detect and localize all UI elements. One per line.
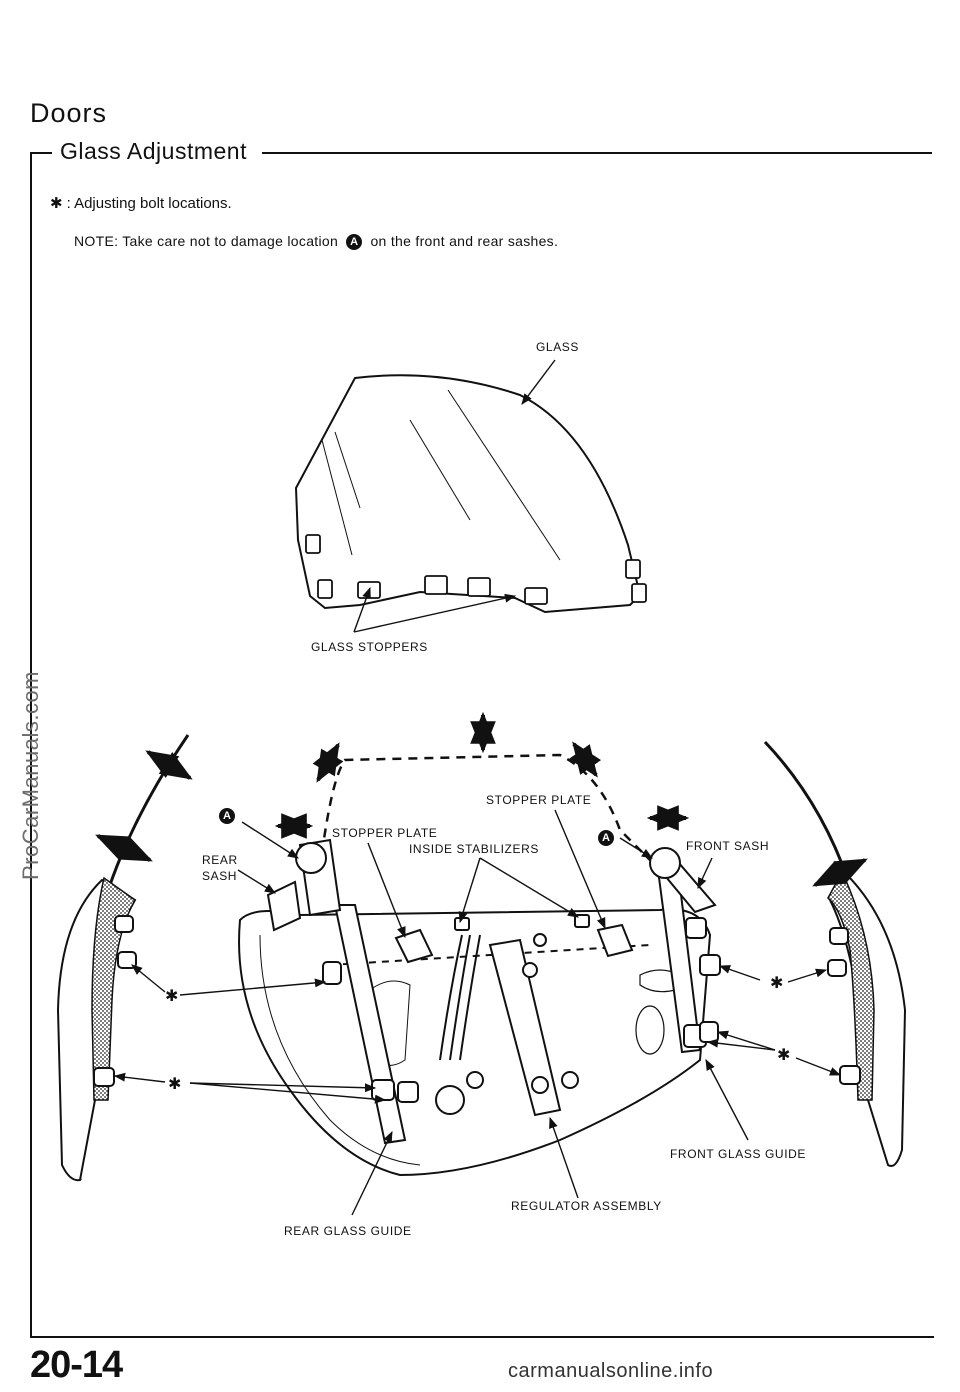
door-panel [238, 908, 712, 1177]
bolt-marker-icon: ✱ [770, 975, 785, 992]
label-stopper-plate-left: STOPPER PLATE [332, 826, 438, 840]
label-inside-stabilizers: INSIDE STABILIZERS [409, 842, 539, 856]
right-front-rail [763, 740, 907, 1167]
label-regulator-assembly: REGULATOR ASSEMBLY [511, 1199, 662, 1213]
watermark-side: ProCarManuals.com [18, 670, 43, 880]
rear-sash [266, 838, 342, 932]
label-rear-sash-line1: REAR [202, 853, 238, 867]
glass-stoppers-group [305, 534, 647, 605]
note: NOTE: Take care not to damage location A… [74, 233, 559, 251]
label-rear-sash-line2: SASH [202, 869, 238, 883]
label-front-sash: FRONT SASH [686, 839, 770, 853]
note-suffix: on the front and rear sashes. [370, 233, 559, 249]
bolt-symbol-icon: ✱ [50, 195, 63, 212]
frame-rule-top [262, 152, 932, 154]
adjustment-arrows [95, 711, 868, 887]
location-a-marker-icon: A [346, 234, 363, 251]
note-prefix: NOTE: Take care not to damage location [74, 233, 339, 249]
bolt-marker-icon: ✱ [777, 1047, 792, 1064]
section-title: Doors [30, 98, 108, 128]
bolt-marker-icon: ✱ [165, 988, 180, 1005]
label-glass-stoppers: GLASS STOPPERS [311, 640, 428, 654]
bolt-marker-icon: ✱ [168, 1076, 183, 1093]
location-a-rear-marker-icon: A [219, 808, 235, 824]
frame-rule-left [30, 152, 32, 1337]
label-rear-glass-guide: REAR GLASS GUIDE [284, 1224, 412, 1238]
frame-rule-bottom [30, 1336, 934, 1338]
label-glass: GLASS [536, 340, 580, 354]
left-rear-rail [56, 734, 190, 1182]
frame-rule-top-left [30, 152, 52, 154]
glass-panel [294, 374, 642, 614]
page-number: 20-14 [30, 1344, 123, 1386]
regulator-assembly [435, 933, 579, 1117]
legend-text: : Adjusting bolt locations. [66, 195, 232, 212]
location-a-front-marker-icon: A [598, 830, 614, 846]
page-subtitle: Glass Adjustment [60, 138, 247, 164]
label-front-glass-guide: FRONT GLASS GUIDE [670, 1147, 807, 1161]
leader-lines [113, 809, 842, 1216]
watermark-bottom: carmanualsonline.info [508, 1360, 714, 1382]
front-sash [649, 847, 717, 914]
legend: ✱: Adjusting bolt locations. [50, 194, 232, 212]
label-stopper-plate-top: STOPPER PLATE [486, 793, 592, 807]
